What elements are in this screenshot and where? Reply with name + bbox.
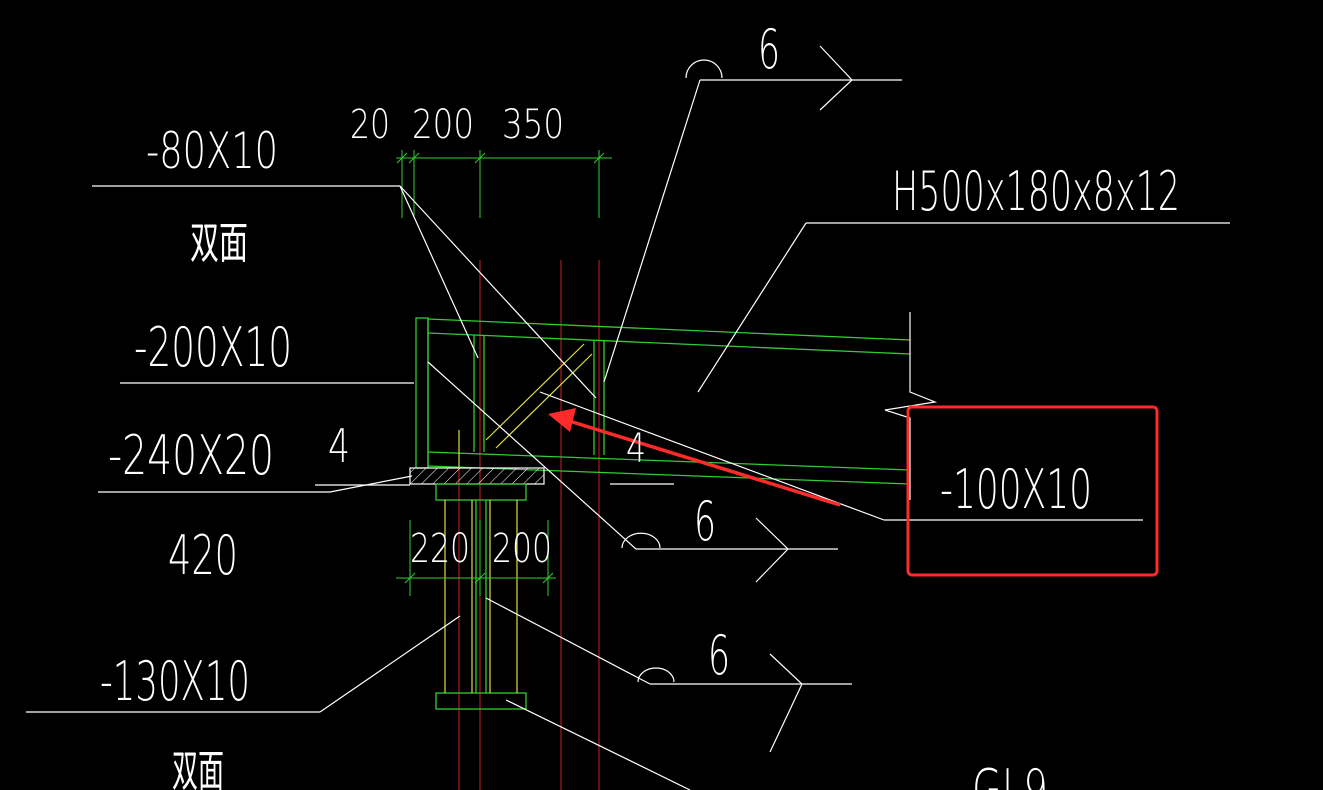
plate-80x10-label: -80X10 — [146, 122, 278, 180]
value-420-label: 420 — [168, 524, 238, 587]
weld-6-bottom-label: 6 — [708, 624, 730, 687]
dim-220-label: 220 — [410, 526, 470, 572]
double-sided-top-label: 双面 — [190, 218, 248, 269]
highlight-box — [906, 405, 1159, 577]
column-section — [435, 430, 527, 710]
plate-240x20-label: -240X20 — [108, 424, 274, 487]
sloped-h-beam — [427, 318, 911, 485]
dim-200-top-label: 200 — [412, 102, 474, 148]
plate-130x10-label: -130X10 — [100, 650, 250, 713]
plate-100x10-label: -100X10 — [940, 458, 1092, 521]
weld-size-left-label: 4 — [328, 419, 350, 473]
plate-200x10-label: -200X10 — [134, 316, 292, 379]
beam-section-label: H500x180x8x12 — [892, 160, 1180, 223]
dim-200-bottom-label: 200 — [492, 526, 552, 572]
end-plate-assembly — [415, 317, 605, 469]
gl-label: GL9 — [972, 758, 1048, 790]
double-sided-bottom-label: 双面 — [172, 746, 224, 790]
bottom-dimension-chain — [396, 520, 556, 596]
dim-350-label: 350 — [502, 102, 564, 148]
weld-6-top-label: 6 — [758, 18, 780, 81]
top-dimension-chain — [396, 150, 612, 218]
cap-plate-240x20 — [409, 467, 545, 485]
red-pointer-arrow — [548, 408, 841, 507]
weld-size-mid-label: 4 — [626, 426, 646, 472]
weld-6-mid-label: 6 — [694, 490, 716, 553]
dim-20-label: 20 — [350, 102, 390, 148]
leader-lines — [26, 45, 1230, 790]
